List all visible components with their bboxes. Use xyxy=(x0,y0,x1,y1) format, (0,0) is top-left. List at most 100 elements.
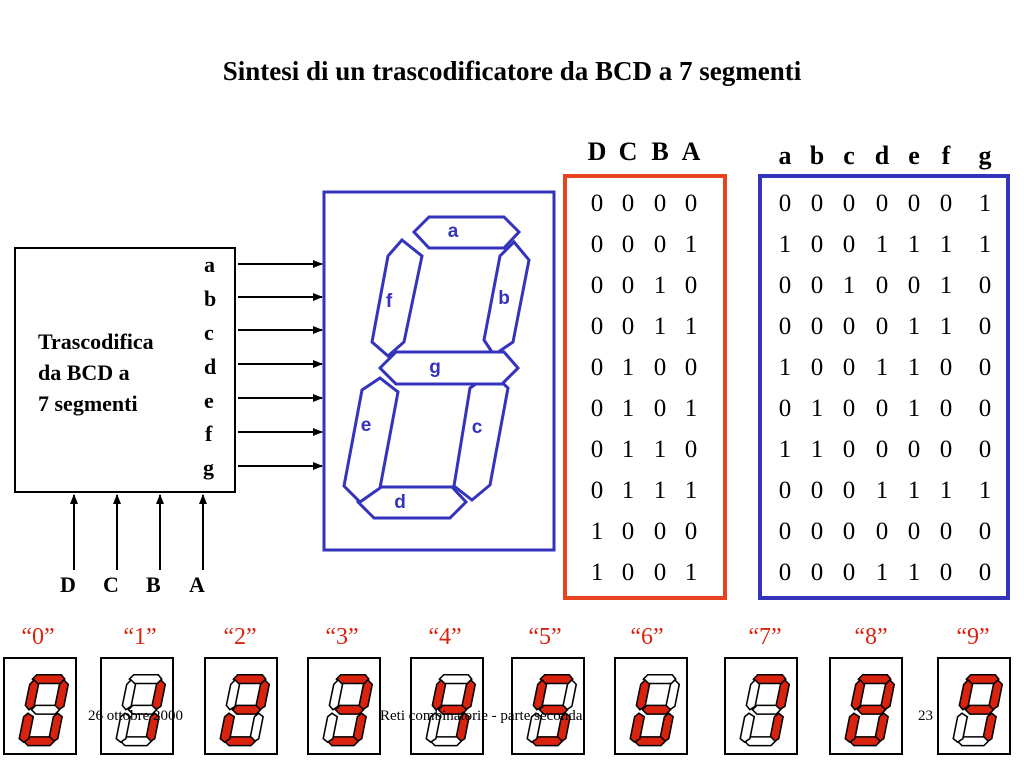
digit-segment-g xyxy=(231,704,262,715)
digit-segment-f xyxy=(958,678,974,711)
input-table-header-b: B xyxy=(651,137,669,166)
input-table-cell: 1 xyxy=(590,518,604,545)
digit-segment-f xyxy=(532,678,548,711)
segment-label-e: e xyxy=(361,415,372,436)
digit-segment-b xyxy=(54,678,70,711)
digit-display xyxy=(511,657,585,755)
digit-label: “5” xyxy=(528,624,562,650)
output-table-cell: 0 xyxy=(810,477,824,504)
input-table-cell: 1 xyxy=(621,395,635,422)
digit-segment-e xyxy=(115,712,132,744)
input-table-cell: 1 xyxy=(684,395,698,422)
output-table-cell: 0 xyxy=(810,313,824,340)
output-table-cell: 1 xyxy=(978,477,992,504)
output-table-cell: 0 xyxy=(810,231,824,258)
output-table-cell: 0 xyxy=(778,395,792,422)
input-table-cell: 0 xyxy=(684,354,698,381)
digit-segment-b xyxy=(151,678,167,711)
output-table-cell: 0 xyxy=(939,518,953,545)
output-table-header-f: f xyxy=(941,141,951,170)
footer-subject: Reti combinatorie - parte seconda xyxy=(380,708,583,724)
output-table-cell: 0 xyxy=(875,518,889,545)
input-label-a: A xyxy=(189,572,205,597)
digit-label: “6” xyxy=(630,624,664,650)
digit-display xyxy=(614,657,688,755)
segment-label-d: d xyxy=(394,492,406,513)
output-table-cell: 0 xyxy=(875,395,889,422)
output-table-header-a: a xyxy=(778,141,792,170)
output-table-cell: 0 xyxy=(978,559,992,586)
output-table-cell: 0 xyxy=(810,272,824,299)
digit-display xyxy=(3,657,77,755)
digit-segment-e xyxy=(425,712,442,744)
output-table-cell: 1 xyxy=(810,436,824,463)
converter-block xyxy=(14,247,236,493)
output-table-cell: 1 xyxy=(907,477,921,504)
digit-segment-e xyxy=(219,712,236,744)
digit-segment-g xyxy=(127,704,158,715)
output-table-cell: 0 xyxy=(978,313,992,340)
input-table-cell: 1 xyxy=(653,436,667,463)
output-table-cell: 0 xyxy=(978,518,992,545)
output-table-cell: 1 xyxy=(907,395,921,422)
digit-segment-g xyxy=(751,704,782,715)
input-table-cell: 0 xyxy=(590,272,604,299)
digit-segment-f xyxy=(328,678,344,711)
converter-name-line-1: Trascodifica xyxy=(38,329,154,354)
output-table-cell: 0 xyxy=(939,190,953,217)
output-table xyxy=(758,174,1010,600)
output-table-cell: 0 xyxy=(907,190,921,217)
digit-label: “0” xyxy=(21,624,55,650)
output-table-cell: 1 xyxy=(939,477,953,504)
input-table-header-a: A xyxy=(681,137,701,166)
output-table-cell: 0 xyxy=(939,559,953,586)
digit-segment-f xyxy=(431,678,447,711)
output-table-cell: 0 xyxy=(778,313,792,340)
input-table-cell: 0 xyxy=(590,477,604,504)
output-table-header-g: g xyxy=(978,141,992,170)
input-table-cell: 1 xyxy=(653,477,667,504)
converter-name-line-2: da BCD a xyxy=(38,360,130,385)
output-table-cell: 0 xyxy=(810,190,824,217)
output-table-cell: 0 xyxy=(778,272,792,299)
digit-segment-b xyxy=(562,678,578,711)
output-table-cell: 0 xyxy=(875,313,889,340)
digit-segment-b xyxy=(255,678,271,711)
input-table-cell: 0 xyxy=(684,518,698,545)
input-table-cell: 0 xyxy=(621,518,635,545)
output-label-c: c xyxy=(204,320,214,345)
digit-segment-e xyxy=(526,712,543,744)
digit-segment-e xyxy=(844,712,861,744)
input-table-header-d: D xyxy=(587,137,607,166)
output-table-cell: 0 xyxy=(810,354,824,381)
converter-name-line-3: 7 segmenti xyxy=(38,391,138,416)
input-table-cell: 0 xyxy=(590,190,604,217)
output-table-cell: 0 xyxy=(907,272,921,299)
output-table-cell: 1 xyxy=(778,436,792,463)
digit-segment-g xyxy=(964,704,995,715)
input-table xyxy=(563,174,727,600)
input-table-cell: 0 xyxy=(653,231,667,258)
seven-segment-display: a b c d e f g xyxy=(322,190,556,552)
digit-label: “7” xyxy=(748,624,782,650)
digit-segment-b xyxy=(461,678,477,711)
input-table-cell: 0 xyxy=(590,354,604,381)
input-table-cell: 0 xyxy=(653,518,667,545)
digit-label: “4” xyxy=(428,624,462,650)
digit-segment-f xyxy=(745,678,761,711)
digit-segment-g xyxy=(30,704,61,715)
segment-f xyxy=(370,237,424,358)
digit-label: “8” xyxy=(854,624,888,650)
input-table-header-c: C xyxy=(618,137,638,166)
input-table-cell: 0 xyxy=(621,313,635,340)
input-table-cell: 0 xyxy=(684,190,698,217)
output-label-a: a xyxy=(204,252,215,277)
output-table-cell: 0 xyxy=(939,354,953,381)
input-table-cell: 0 xyxy=(653,559,667,586)
digit-display xyxy=(724,657,798,755)
output-table-cell: 1 xyxy=(875,477,889,504)
output-table-cell: 0 xyxy=(842,395,856,422)
output-table-cell: 1 xyxy=(907,354,921,381)
output-table-cell: 0 xyxy=(978,272,992,299)
